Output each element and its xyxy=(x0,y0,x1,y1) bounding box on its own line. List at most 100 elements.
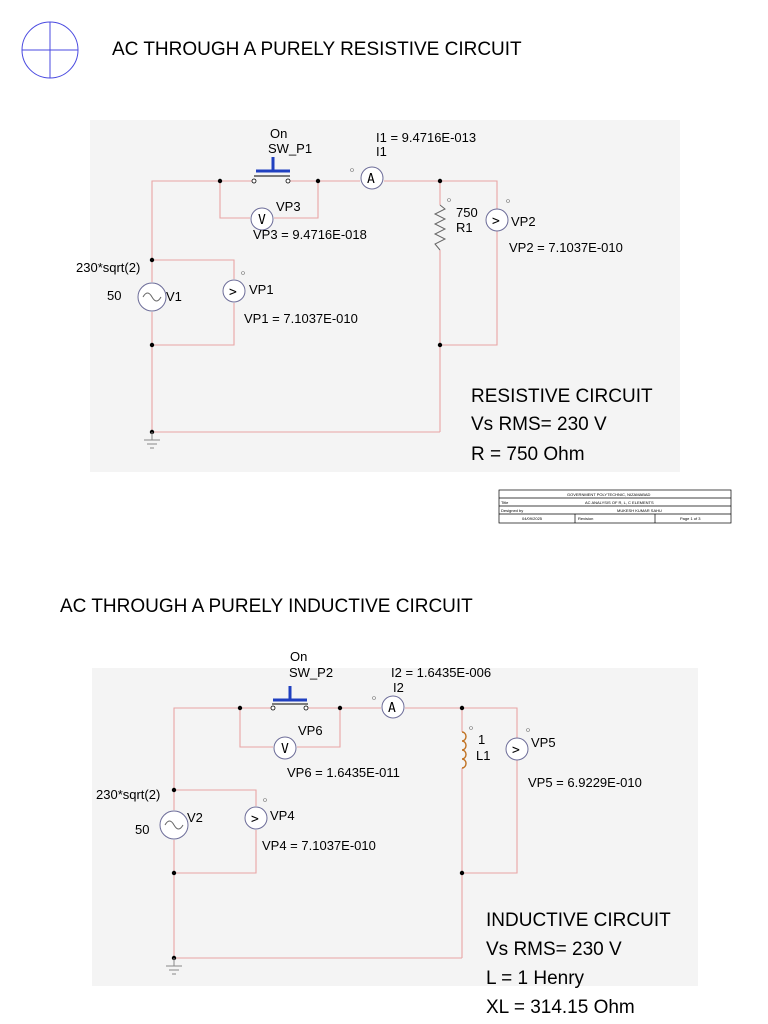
inductor-value: 1 xyxy=(478,732,485,747)
voltmeter-vp3[interactable]: V xyxy=(250,207,274,231)
svg-text:A: A xyxy=(388,701,396,716)
resistor-r1[interactable] xyxy=(433,204,447,251)
junction-dot xyxy=(171,870,177,876)
svg-text:V: V xyxy=(281,742,289,757)
svg-text:Title: Title xyxy=(501,500,509,505)
junction-dot xyxy=(171,787,177,793)
note-line: Vs RMS= 230 V xyxy=(471,414,607,435)
voltmeter-vp4[interactable]: > xyxy=(244,798,268,830)
clock-icon xyxy=(21,21,79,79)
note-line: XL = 314.15 Ohm xyxy=(486,997,635,1018)
vp2-name: VP2 xyxy=(511,214,536,229)
svg-text:GOVERNMENT POLYTECHNIC, NIZAMA: GOVERNMENT POLYTECHNIC, NIZAMABAD xyxy=(567,492,651,497)
svg-text:04/09/2025: 04/09/2025 xyxy=(522,516,543,521)
source-frequency: 50 xyxy=(135,822,149,837)
svg-text:V: V xyxy=(258,213,266,228)
ammeter-reading: I2 = 1.6435E-006 xyxy=(391,665,491,680)
wire xyxy=(440,180,498,210)
voltmeter-vp6[interactable]: V xyxy=(273,736,297,760)
resistor-name: R1 xyxy=(456,220,473,235)
svg-text:>: > xyxy=(512,743,520,758)
note-line: INDUCTIVE CIRCUIT xyxy=(486,910,671,931)
junction-dot xyxy=(337,705,343,711)
schematic2-background xyxy=(92,668,698,986)
vp6-reading: VP6 = 1.6435E-011 xyxy=(287,765,400,780)
svg-text:Page 1 of 3: Page 1 of 3 xyxy=(680,516,701,521)
svg-text:>: > xyxy=(251,812,259,827)
inductive-circuit-schematic: On SW_P2 A I2 = 1.6435E-006 I2 V VP6 VP6… xyxy=(92,649,698,1018)
switch-state-label: On xyxy=(270,126,287,141)
junction-dot xyxy=(315,178,321,184)
voltmeter-vp5[interactable]: > xyxy=(505,728,530,761)
inductor-name: L1 xyxy=(476,748,490,763)
voltmeter-vp1[interactable]: > xyxy=(222,271,246,303)
source-amplitude: 230*sqrt(2) xyxy=(96,787,160,802)
inductor-l1[interactable] xyxy=(461,731,467,769)
wire xyxy=(174,830,257,874)
junction-dot xyxy=(237,705,243,711)
svg-text:MUKESH KUMAR SAHU: MUKESH KUMAR SAHU xyxy=(617,508,662,513)
source-amplitude: 230*sqrt(2) xyxy=(76,260,140,275)
vp5-reading: VP5 = 6.9229E-010 xyxy=(528,775,642,790)
schematic1-background xyxy=(90,120,680,472)
source-name: V1 xyxy=(166,289,182,304)
svg-text:AC ANALYSIS OF R, L, C ELEMENT: AC ANALYSIS OF R, L, C ELEMENTS xyxy=(585,500,654,505)
source-name: V2 xyxy=(187,810,203,825)
wire xyxy=(462,760,518,874)
svg-text:Designed by: Designed by xyxy=(501,508,523,513)
voltmeter-vp2[interactable]: > xyxy=(485,199,510,232)
ammeter-name: I2 xyxy=(393,680,404,695)
vp1-reading: VP1 = 7.1037E-010 xyxy=(244,311,358,326)
wire xyxy=(462,707,518,738)
vp1-name: VP1 xyxy=(249,282,274,297)
wire xyxy=(174,789,257,806)
ammeter-i1[interactable]: A xyxy=(350,166,384,190)
note-line: L = 1 Henry xyxy=(486,968,585,989)
ac-source-v1[interactable] xyxy=(137,282,167,312)
junction-dot xyxy=(217,178,223,184)
svg-text:>: > xyxy=(492,214,500,229)
wire xyxy=(152,259,235,279)
wire xyxy=(239,708,273,748)
ammeter-i2[interactable]: A xyxy=(372,695,405,719)
junction-dot xyxy=(459,705,465,711)
ammeter-reading: I1 = 9.4716E-013 xyxy=(376,130,476,145)
switch-name-label: SW_P2 xyxy=(289,665,333,680)
ammeter-name: I1 xyxy=(376,144,387,159)
wire xyxy=(440,230,498,346)
note-line: R = 750 Ohm xyxy=(471,444,585,465)
vp2-reading: VP2 = 7.1037E-010 xyxy=(509,240,623,255)
note-line: RESISTIVE CIRCUIT xyxy=(471,386,653,407)
ground-symbol xyxy=(166,958,182,975)
switch-sw-p2[interactable] xyxy=(270,686,309,711)
vp3-reading: VP3 = 9.4716E-018 xyxy=(253,227,367,242)
switch-name-label: SW_P1 xyxy=(268,141,312,156)
wire xyxy=(297,708,341,748)
junction-dot xyxy=(149,257,155,263)
junction-dot xyxy=(459,870,465,876)
wire xyxy=(152,303,235,346)
svg-text:A: A xyxy=(367,172,375,187)
title-block: GOVERNMENT POLYTECHNIC, NIZAMABAD Title … xyxy=(498,489,732,524)
switch-state-label: On xyxy=(290,649,307,664)
resistive-circuit-schematic: On SW_P1 A I1 = 9.4716E-013 I1 V VP3 VP3… xyxy=(76,120,680,472)
switch-sw-p1[interactable] xyxy=(251,157,291,184)
wire xyxy=(219,181,250,219)
note-line: Vs RMS= 230 V xyxy=(486,939,622,960)
wire xyxy=(274,181,319,219)
vp4-name: VP4 xyxy=(270,808,295,823)
ac-source-v2[interactable] xyxy=(159,810,189,840)
junction-dot xyxy=(149,342,155,348)
diagram1-title: AC THROUGH A PURELY RESISTIVE CIRCUIT xyxy=(112,39,522,60)
ground-symbol xyxy=(144,432,160,449)
source-frequency: 50 xyxy=(107,288,121,303)
junction-dot xyxy=(437,342,443,348)
vp4-reading: VP4 = 7.1037E-010 xyxy=(262,838,376,853)
vp5-name: VP5 xyxy=(531,735,556,750)
svg-text:Revision: Revision xyxy=(578,516,593,521)
svg-text:>: > xyxy=(229,285,237,300)
vp3-name: VP3 xyxy=(276,199,301,214)
resistor-value: 750 xyxy=(456,205,478,220)
diagram2-title: AC THROUGH A PURELY INDUCTIVE CIRCUIT xyxy=(60,596,473,617)
